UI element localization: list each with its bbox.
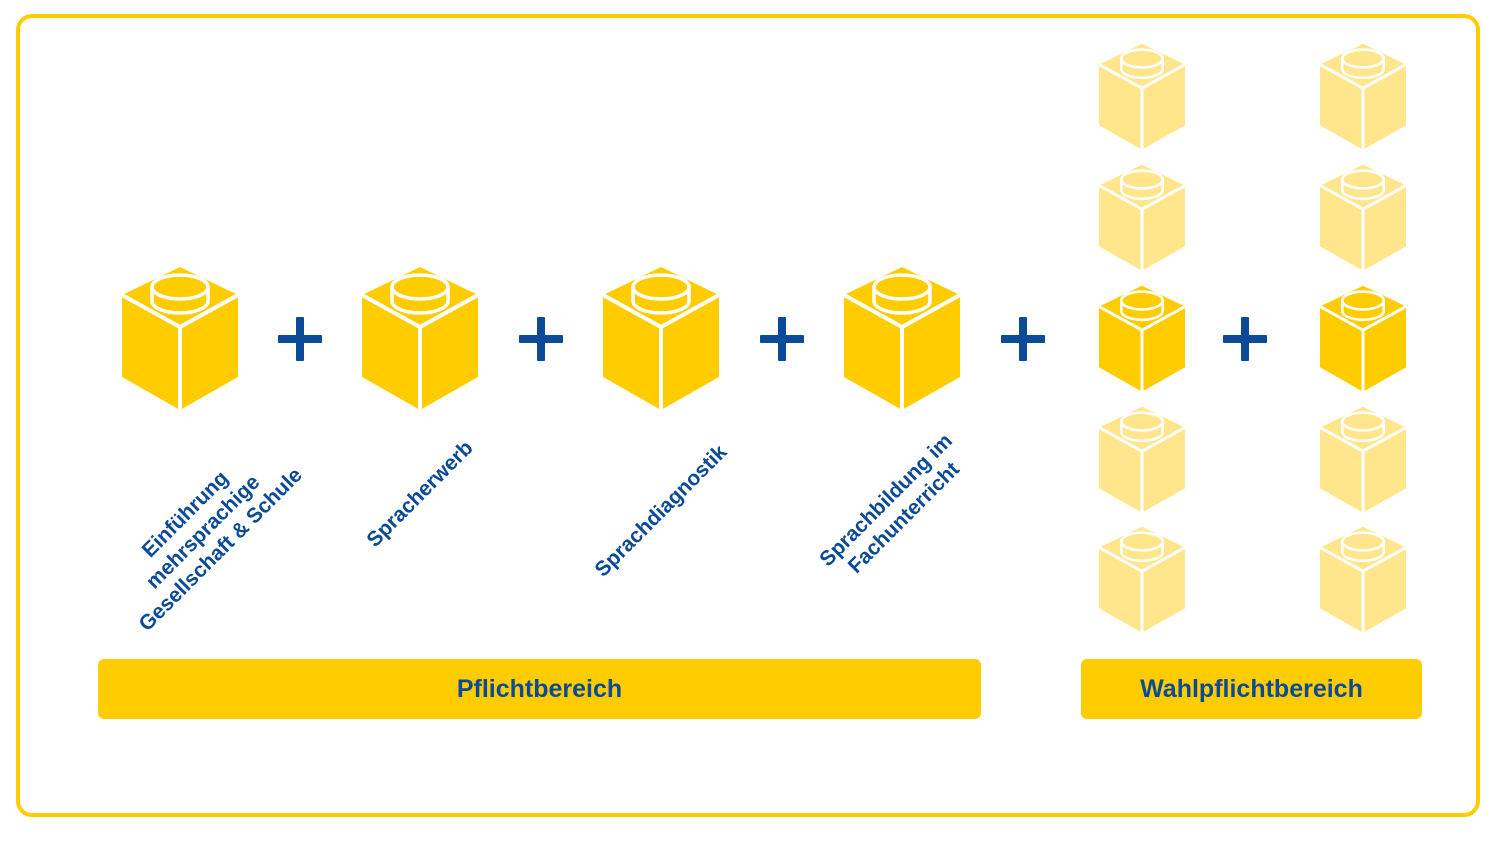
brick-icon [1099, 163, 1185, 271]
plus-icon [519, 317, 563, 361]
brick-icon [1320, 284, 1406, 392]
brick-icon [1320, 525, 1406, 633]
plus-icon [278, 317, 322, 361]
brick-icon [1320, 42, 1406, 150]
brick-icon [1099, 42, 1185, 150]
brick-icon [844, 265, 960, 410]
brick-icon [122, 265, 238, 410]
brick-icon [362, 265, 478, 410]
plus-icon [760, 317, 804, 361]
brick-icon [603, 265, 719, 410]
plus-icon [1001, 317, 1045, 361]
elective-area-bar: Wahlpflichtbereich [1081, 659, 1422, 719]
brick-icon [1320, 163, 1406, 271]
plus-icon [1223, 317, 1267, 361]
mandatory-area-bar: Pflichtbereich [98, 659, 981, 719]
diagram-frame [16, 14, 1480, 817]
brick-icon [1099, 284, 1185, 392]
brick-icon [1320, 405, 1406, 513]
brick-icon [1099, 405, 1185, 513]
brick-icon [1099, 525, 1185, 633]
